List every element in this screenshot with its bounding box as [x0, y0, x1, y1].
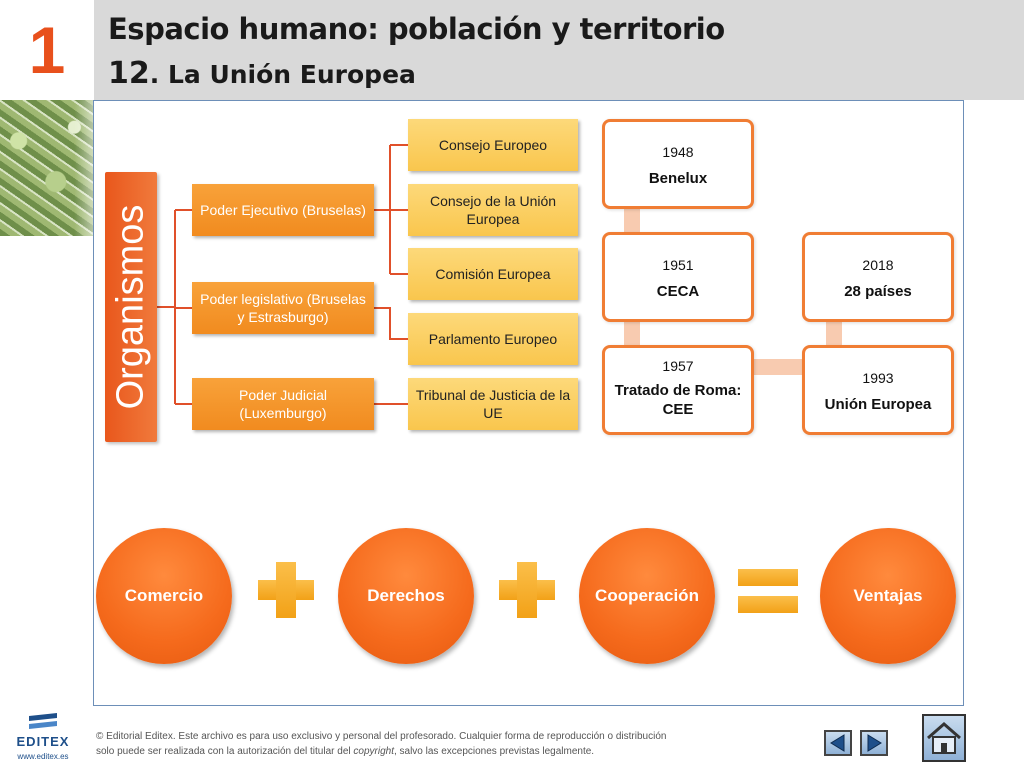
- organismos-box: [105, 172, 157, 442]
- plus-icon-vertical: [517, 562, 537, 618]
- timeline-1948: 1948 Benelux: [602, 119, 754, 209]
- prev-button[interactable]: [824, 730, 852, 756]
- organ-consejo-ue: Consejo de la Unión Europea: [408, 184, 578, 236]
- subtitle-number: 12: [108, 56, 150, 91]
- organ-tribunal-justicia: Tribunal de Justicia de la UE: [408, 378, 578, 430]
- plus-icon-vertical: [276, 562, 296, 618]
- poder-ejecutivo: Poder Ejecutivo (Bruselas): [192, 184, 374, 236]
- header-bar: [94, 0, 1024, 100]
- copyright-line-2a: solo puede ser realizada con la autoriza…: [96, 745, 354, 757]
- poder-judicial: Poder Judicial (Luxemburgo): [192, 378, 374, 430]
- page-title: Espacio humano: población y territorio: [108, 12, 725, 46]
- organ-consejo-europeo: Consejo Europeo: [408, 119, 578, 171]
- photo-fade: [0, 100, 93, 236]
- timeline-year: 2018: [862, 257, 894, 273]
- page-subtitle: 12. La Unión Europea: [108, 56, 416, 91]
- home-button[interactable]: [922, 714, 966, 762]
- timeline-connector-1993-2018: [826, 321, 842, 345]
- timeline-connector-1951-1957: [624, 321, 640, 345]
- circle-derechos: Derechos: [338, 528, 474, 664]
- timeline-1951: 1951 CECA: [602, 232, 754, 322]
- logo-name: EDITEX: [16, 734, 70, 749]
- timeline-label: 28 países: [844, 283, 912, 300]
- timeline-label: Tratado de Roma: CEE: [614, 382, 742, 418]
- logo-url: www.editex.es: [17, 752, 69, 761]
- circle-ventajas: Ventajas: [820, 528, 956, 664]
- organismos-label: Organismos: [109, 204, 152, 410]
- circle-comercio: Comercio: [96, 528, 232, 664]
- editex-logo: EDITEX www.editex.es: [8, 712, 78, 762]
- chapter-number: 1: [0, 0, 94, 100]
- copyright-line-2b: , salvo las excepciones previstas legalm…: [393, 745, 595, 757]
- timeline-year: 1993: [862, 370, 894, 386]
- copyright-word: copyright: [353, 745, 394, 757]
- equals-icon-lower: [738, 596, 798, 613]
- timeline-label: Benelux: [648, 170, 708, 187]
- timeline-year: 1948: [662, 144, 694, 160]
- timeline-label: CECA: [656, 283, 700, 300]
- timeline-2018: 2018 28 países: [802, 232, 954, 322]
- next-arrow-icon: [867, 734, 882, 752]
- home-icon: [927, 722, 961, 754]
- prev-arrow-icon: [830, 734, 845, 752]
- timeline-year: 1957: [662, 358, 694, 374]
- organ-comision-europea: Comisión Europea: [408, 248, 578, 300]
- timeline-label: Unión Europea: [824, 396, 932, 413]
- poder-legislativo: Poder legislativo (Bruselas y Estrasburg…: [192, 282, 374, 334]
- timeline-connector-1948-1951: [624, 208, 640, 232]
- circle-cooperacion: Cooperación: [579, 528, 715, 664]
- copyright-line-1: © Editorial Editex. Este archivo es para…: [96, 731, 667, 742]
- timeline-year: 1951: [662, 257, 694, 273]
- organ-parlamento-europeo: Parlamento Europeo: [408, 313, 578, 365]
- timeline-connector-1957-1993: [754, 359, 802, 375]
- copyright-line-2: solo puede ser realizada con la autoriza…: [96, 745, 736, 760]
- timeline-1957: 1957 Tratado de Roma: CEE: [602, 345, 754, 435]
- equals-icon: [738, 569, 798, 586]
- subtitle-text: . La Unión Europea: [149, 60, 416, 89]
- next-button[interactable]: [860, 730, 888, 756]
- timeline-1993: 1993 Unión Europea: [802, 345, 954, 435]
- copyright-notice: © Editorial Editex. Este archivo es para…: [96, 730, 736, 759]
- editex-logo-icon: [29, 713, 57, 729]
